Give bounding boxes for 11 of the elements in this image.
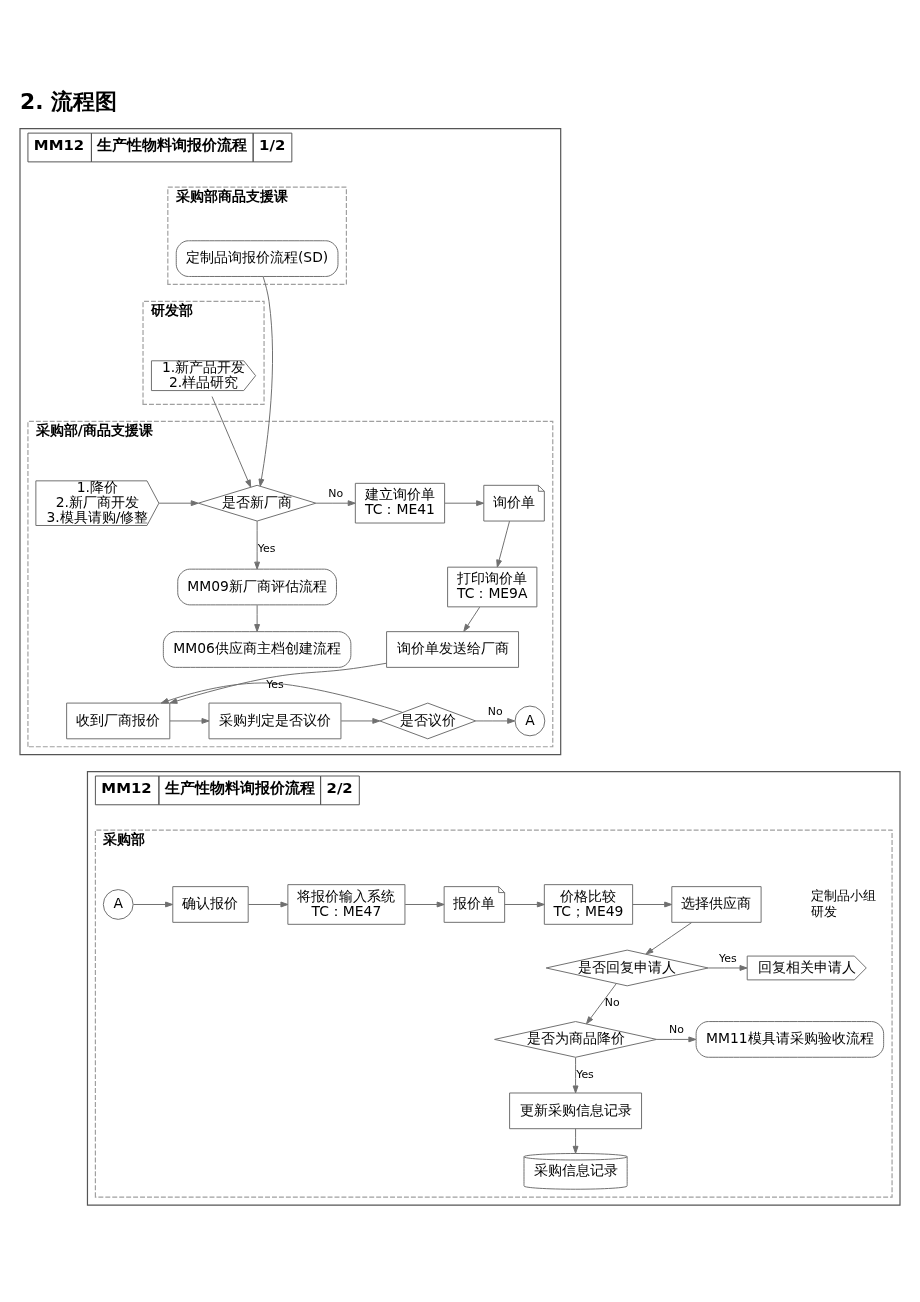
edge-label: No bbox=[604, 996, 620, 1010]
edge-label: No bbox=[669, 1023, 684, 1037]
label: 定制品小组 bbox=[810, 887, 876, 903]
edge-label: Yes bbox=[576, 1067, 594, 1081]
diagram-title: 2. 流程图 bbox=[20, 89, 118, 115]
edge-label: Yes bbox=[718, 951, 737, 965]
edge-label: Yes bbox=[257, 542, 276, 556]
edge-label: No bbox=[328, 487, 344, 501]
edge-label: No bbox=[487, 704, 503, 718]
label: 研发 bbox=[810, 903, 837, 919]
edge-label: Yes bbox=[266, 678, 284, 692]
